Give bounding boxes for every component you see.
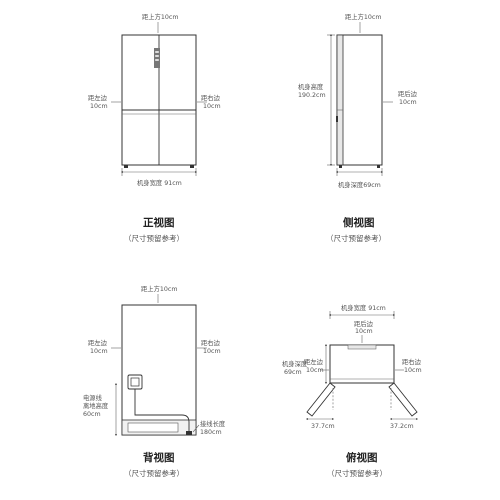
side-foot-back (377, 165, 380, 168)
back-right-gap-label-2: 10cm (203, 348, 221, 355)
front-view: 距上方10cm 距左边 10cm 距右边 10cm 机身宽度 91cm 正视图 … (88, 12, 221, 243)
side-view: 距上方10cm 机身高度 190.2cm 距后边 10cm 机身深度69cm 侧… (298, 12, 418, 243)
back-socket-height-label-1: 电源线 (83, 393, 103, 402)
top-fridge-body (329, 344, 395, 384)
front-right-gap-label-1: 距右边 (201, 93, 221, 102)
back-left-gap-label-2: 10cm (90, 348, 108, 355)
top-depth-label-2: 69cm (284, 369, 302, 376)
back-view-title: 背视图 (143, 451, 175, 464)
front-left-gap-label-1: 距左边 (88, 93, 108, 102)
back-cord-leader-line (192, 424, 200, 433)
side-back-gap-label-2: 10cm (399, 99, 417, 106)
back-power-cord (134, 389, 190, 432)
side-drawer-handle (336, 116, 338, 122)
front-right-gap-label-2: 10cm (203, 103, 221, 110)
front-width-label: 机身宽度 91cm (137, 178, 182, 187)
top-view: 机身宽度 91cm 距后边 10cm 机身深度 69cm 距左边 10cm 距右… (282, 303, 422, 478)
side-door-profile (336, 34, 344, 166)
top-back-gap-label-2: 10cm (355, 328, 373, 335)
back-left-gap-label-1: 距左边 (88, 338, 108, 347)
top-depth-label-1: 机身深度 (282, 359, 308, 368)
back-fridge-body (121, 304, 197, 436)
top-rear-vent (347, 344, 377, 350)
back-cord-length-label-2: 180cm (200, 429, 222, 436)
back-compressor-vent (127, 422, 179, 433)
back-power-plug (186, 431, 192, 435)
front-left-gap-label-2: 10cm (90, 103, 108, 110)
front-display-panel (154, 48, 160, 68)
top-left-gap-label-1: 距左边 (304, 357, 324, 366)
side-view-title: 侧视图 (343, 216, 375, 229)
back-view-subtitle: （尺寸预留参考） (124, 468, 184, 478)
side-back-gap-label-1: 距后边 (398, 89, 418, 98)
back-cord-length-label-1: 接线长度 (200, 419, 226, 428)
side-foot-front (339, 165, 342, 168)
top-left-door-open (306, 382, 336, 417)
side-height-label-2: 190.2cm (298, 92, 326, 99)
side-top-gap-label: 距上方10cm (345, 12, 382, 21)
front-top-gap-label: 距上方10cm (142, 12, 179, 21)
back-top-gap-label: 距上方10cm (141, 284, 178, 293)
top-view-subtitle: （尺寸预留参考） (327, 468, 387, 478)
front-foot-left (124, 165, 128, 168)
back-socket-height-label-2: 离地高度 (83, 401, 109, 410)
top-right-gap-label-2: 10cm (404, 367, 422, 374)
front-display-slot-2 (155, 55, 159, 57)
side-view-subtitle: （尺寸预留参考） (326, 233, 386, 243)
front-display-slot-1 (155, 51, 159, 53)
top-left-door-label: 37.7cm (311, 423, 335, 430)
top-right-door-open (388, 382, 418, 417)
back-view: 距上方10cm 距左边 10cm 距右边 10cm 电源线 离地高度 60cm … (83, 284, 226, 478)
back-power-socket-inner (130, 377, 140, 387)
front-foot-right (190, 165, 194, 168)
top-back-gap-label-1: 距后边 (354, 319, 374, 328)
top-right-gap-label-1: 距右边 (402, 357, 422, 366)
top-width-label: 机身宽度 91cm (341, 303, 386, 312)
back-right-gap-label-1: 距右边 (201, 338, 221, 347)
side-height-label-1: 机身高度 (298, 82, 324, 91)
top-right-door-label: 37.2cm (390, 423, 414, 430)
top-view-title: 俯视图 (346, 451, 378, 464)
front-view-title: 正视图 (143, 216, 175, 229)
back-socket-height-label-3: 60cm (83, 411, 101, 418)
front-view-subtitle: （尺寸预留参考） (124, 233, 184, 243)
side-depth-label: 机身深度69cm (338, 180, 381, 189)
side-fridge-body (336, 34, 383, 166)
front-display-slot-3 (155, 59, 159, 61)
top-left-gap-label-2: 10cm (306, 367, 324, 374)
